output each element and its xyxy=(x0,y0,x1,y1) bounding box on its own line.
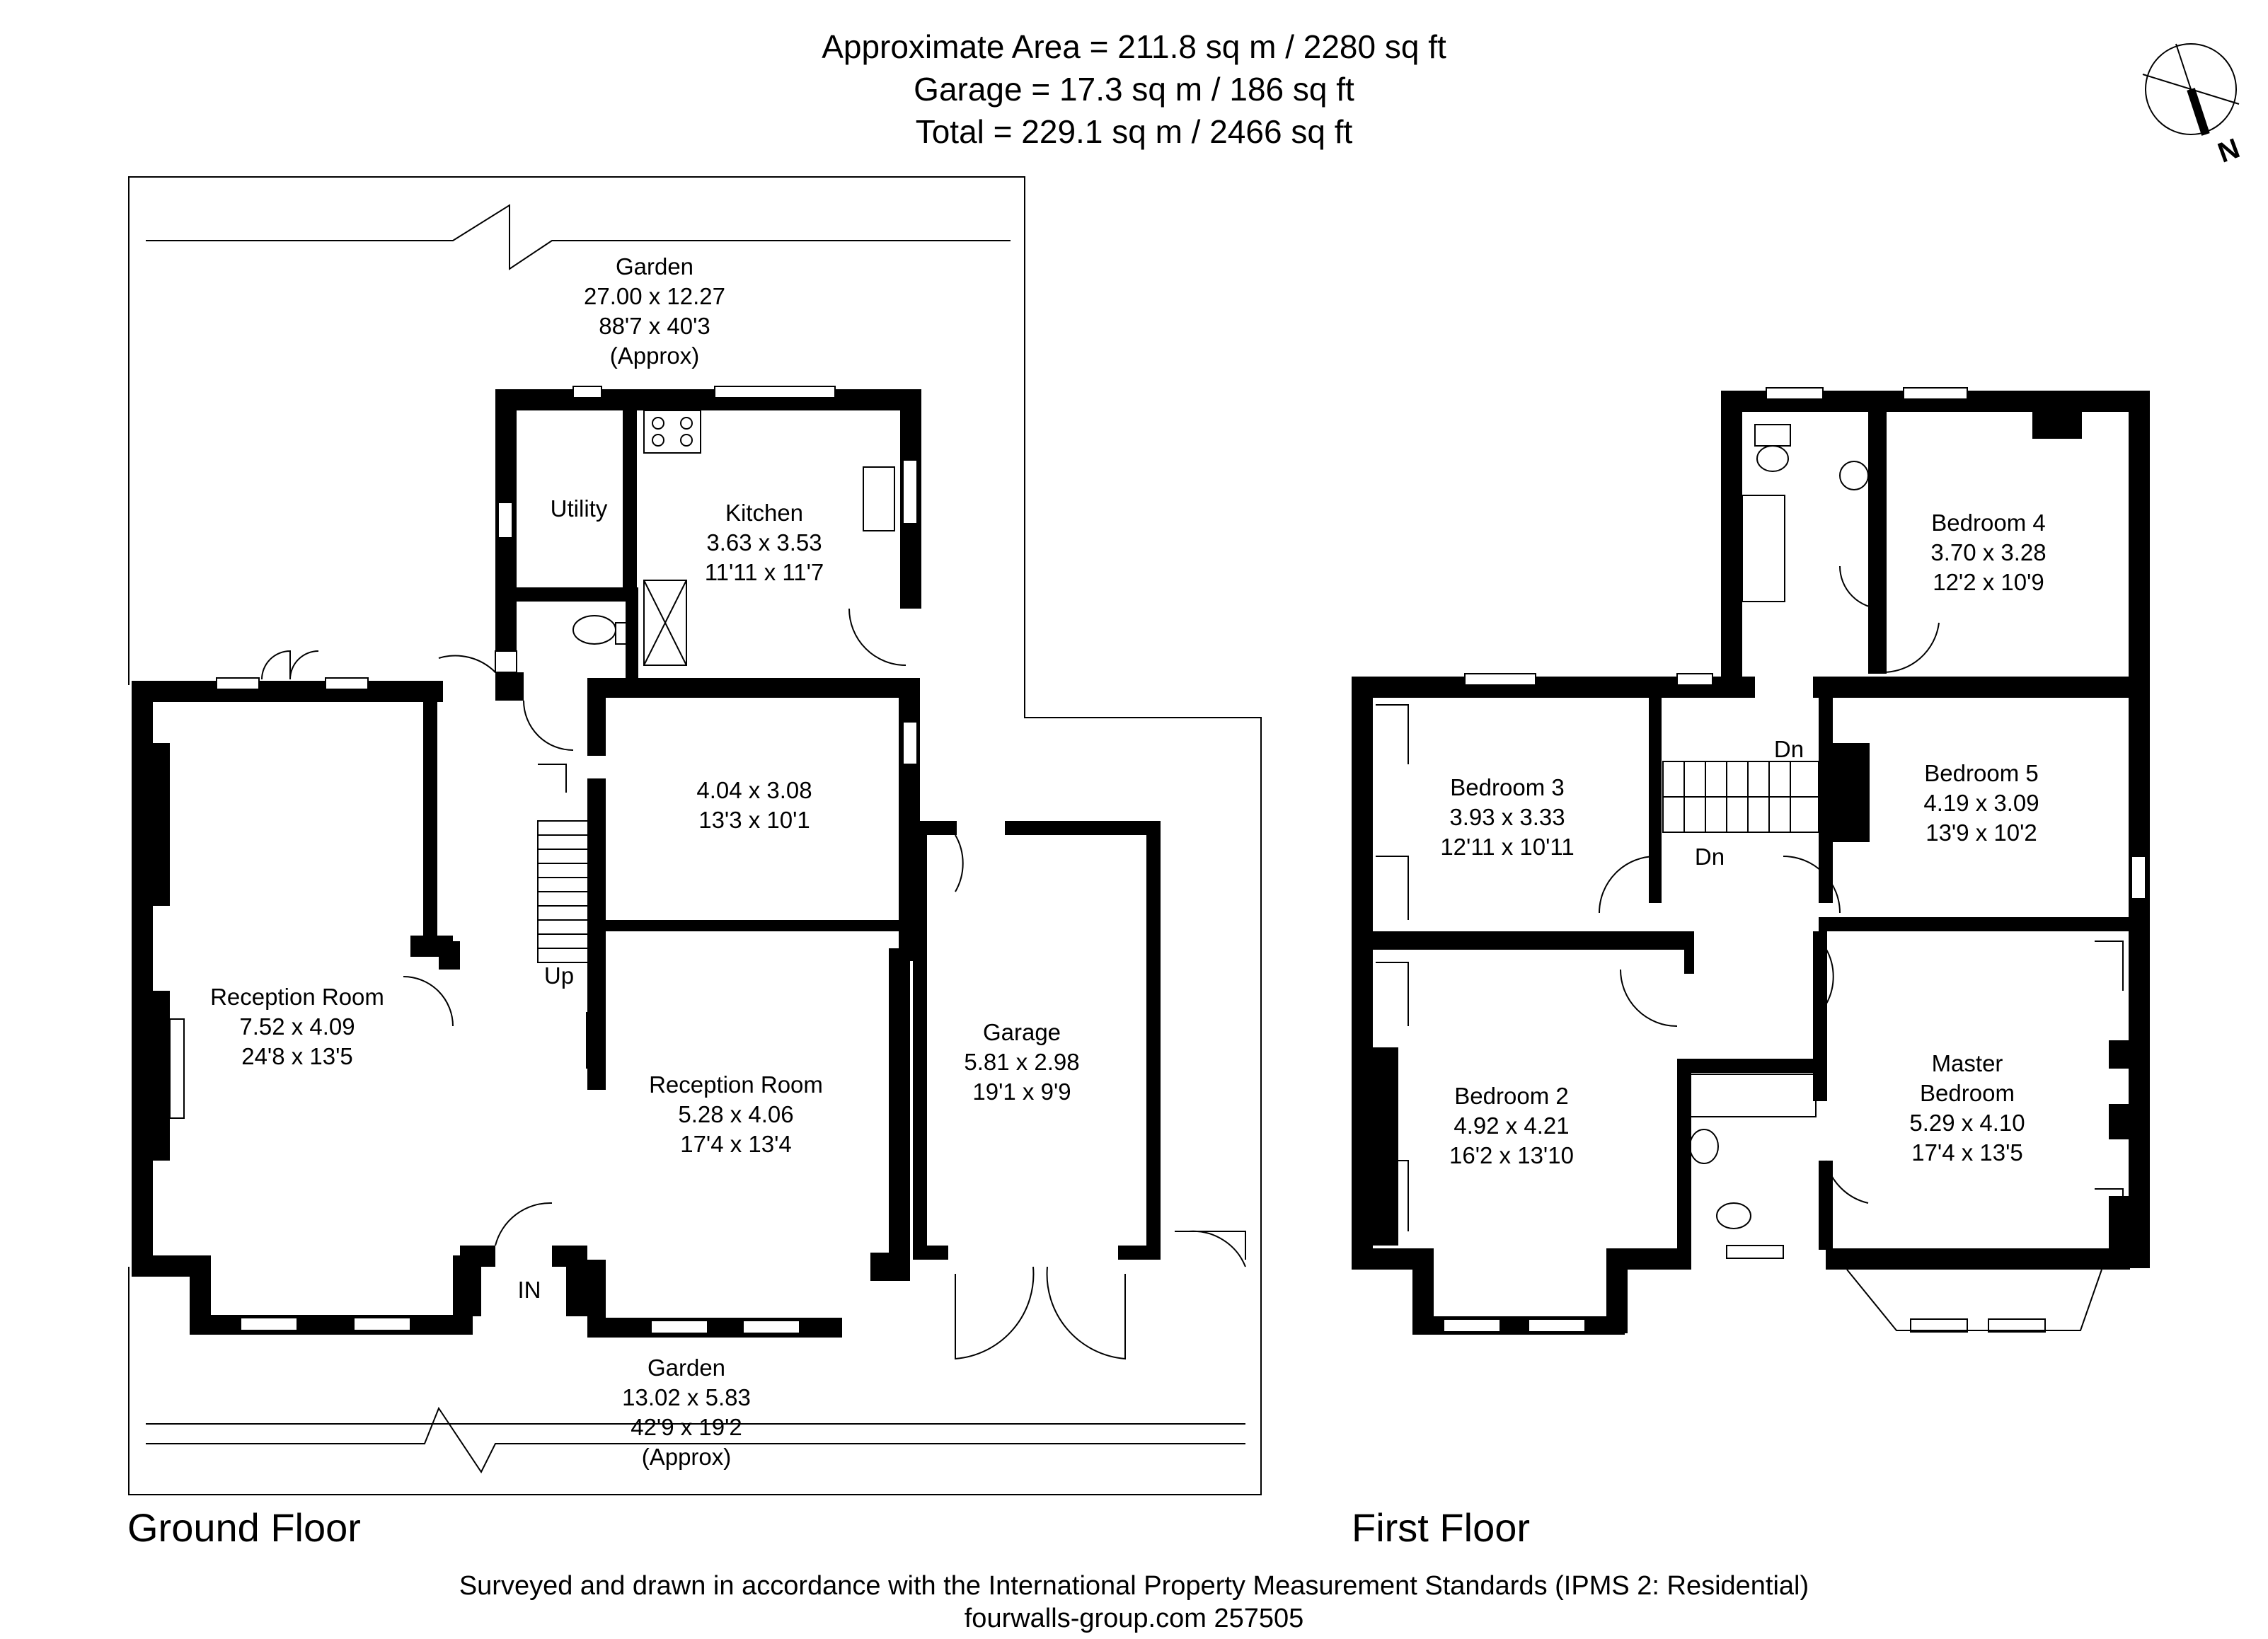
svg-text:19'1 x 9'9: 19'1 x 9'9 xyxy=(972,1079,1071,1105)
svg-text:17'4 x 13'5: 17'4 x 13'5 xyxy=(1911,1139,2023,1166)
study-dims: 4.04 x 3.08 xyxy=(696,777,812,803)
first-room-labels: Bedroom 4 3.70 x 3.28 12'2 x 10'9 Bedroo… xyxy=(1440,510,2046,1168)
bedroom-5-name: Bedroom 5 xyxy=(1924,760,2038,786)
first-windows xyxy=(1443,387,2146,1333)
bedroom-2-name: Bedroom 2 xyxy=(1454,1083,1568,1109)
reference-code: fourwalls-group.com 257505 xyxy=(964,1604,1304,1633)
svg-text:24'8 x 13'5: 24'8 x 13'5 xyxy=(241,1043,353,1069)
stairs-down-label-bottom: Dn xyxy=(1695,844,1725,870)
svg-text:Bedroom: Bedroom xyxy=(1920,1080,2015,1106)
ground-floor-label: Ground Floor xyxy=(127,1505,361,1550)
svg-text:11'11 x 11'7: 11'11 x 11'7 xyxy=(705,559,824,585)
svg-text:12'2 x 10'9: 12'2 x 10'9 xyxy=(1933,569,2044,595)
first-floor-label: First Floor xyxy=(1352,1505,1530,1550)
garden-front-name: Garden xyxy=(647,1355,725,1381)
svg-text:13'9 x 10'2: 13'9 x 10'2 xyxy=(1926,820,2037,846)
svg-text:88'7 x 40'3: 88'7 x 40'3 xyxy=(599,313,710,339)
bedroom-3-name: Bedroom 3 xyxy=(1450,774,1564,800)
svg-text:5.29 x 4.10: 5.29 x 4.10 xyxy=(1909,1110,2025,1136)
reception-room-left-name: Reception Room xyxy=(210,984,384,1010)
reception-room-right-name: Reception Room xyxy=(649,1071,823,1098)
garden-outline xyxy=(128,176,1262,1495)
north-arrow-icon: N xyxy=(2142,43,2244,169)
first-doors-fixtures xyxy=(1376,424,2124,1331)
garden-rear-name: Garden xyxy=(616,253,693,280)
svg-text:42'9 x 19'2: 42'9 x 19'2 xyxy=(631,1414,742,1440)
utility-name: Utility xyxy=(551,495,608,522)
ground-floor-plan: Garden 27.00 x 12.27 88'7 x 40'3 (Approx… xyxy=(128,176,1262,1495)
svg-text:4.92 x 4.21: 4.92 x 4.21 xyxy=(1454,1112,1569,1139)
svg-text:3.63 x 3.53: 3.63 x 3.53 xyxy=(706,529,822,556)
north-label: N xyxy=(2214,132,2244,168)
svg-text:13.02 x 5.83: 13.02 x 5.83 xyxy=(622,1384,751,1410)
stairs-up-label: Up xyxy=(544,962,574,989)
svg-text:27.00 x 12.27: 27.00 x 12.27 xyxy=(584,283,725,309)
survey-note: Surveyed and drawn in accordance with th… xyxy=(459,1571,1809,1601)
ground-windows xyxy=(216,386,918,1334)
svg-text:3.70 x 3.28: 3.70 x 3.28 xyxy=(1930,539,2046,565)
svg-text:(Approx): (Approx) xyxy=(642,1444,732,1470)
master-bedroom-name: Master xyxy=(1932,1050,2003,1076)
first-walls xyxy=(1352,391,2150,1335)
svg-text:13'3 x 10'1: 13'3 x 10'1 xyxy=(698,807,810,833)
stairs-down-label-top: Dn xyxy=(1774,736,1804,762)
garage-area: Garage = 17.3 sq m / 186 sq ft xyxy=(914,71,1354,108)
svg-text:(Approx): (Approx) xyxy=(610,343,700,369)
ground-room-labels: Garden 27.00 x 12.27 88'7 x 40'3 (Approx… xyxy=(210,253,1080,1470)
bedroom-4-name: Bedroom 4 xyxy=(1931,510,2045,536)
ground-walls xyxy=(132,389,1161,1338)
garage-name: Garage xyxy=(983,1019,1061,1045)
entrance-label: IN xyxy=(518,1277,541,1303)
svg-text:5.81 x 2.98: 5.81 x 2.98 xyxy=(964,1049,1079,1075)
svg-text:17'4 x 13'4: 17'4 x 13'4 xyxy=(680,1131,792,1157)
svg-text:4.19 x 3.09: 4.19 x 3.09 xyxy=(1923,790,2039,816)
kitchen-name: Kitchen xyxy=(725,500,803,526)
svg-text:16'2 x 13'10: 16'2 x 13'10 xyxy=(1449,1142,1574,1168)
total-area: Total = 229.1 sq m / 2466 sq ft xyxy=(915,113,1353,150)
svg-text:5.28 x 4.06: 5.28 x 4.06 xyxy=(678,1101,793,1127)
ground-doors xyxy=(169,410,1246,1360)
first-floor-plan: Bedroom 4 3.70 x 3.28 12'2 x 10'9 Bedroo… xyxy=(1352,387,2150,1335)
area-summary: Approximate Area = 211.8 sq m / 2280 sq … xyxy=(822,28,1446,65)
svg-text:7.52 x 4.09: 7.52 x 4.09 xyxy=(239,1013,355,1040)
svg-text:3.93 x 3.33: 3.93 x 3.33 xyxy=(1449,804,1565,830)
svg-text:12'11 x 10'11: 12'11 x 10'11 xyxy=(1440,834,1574,860)
